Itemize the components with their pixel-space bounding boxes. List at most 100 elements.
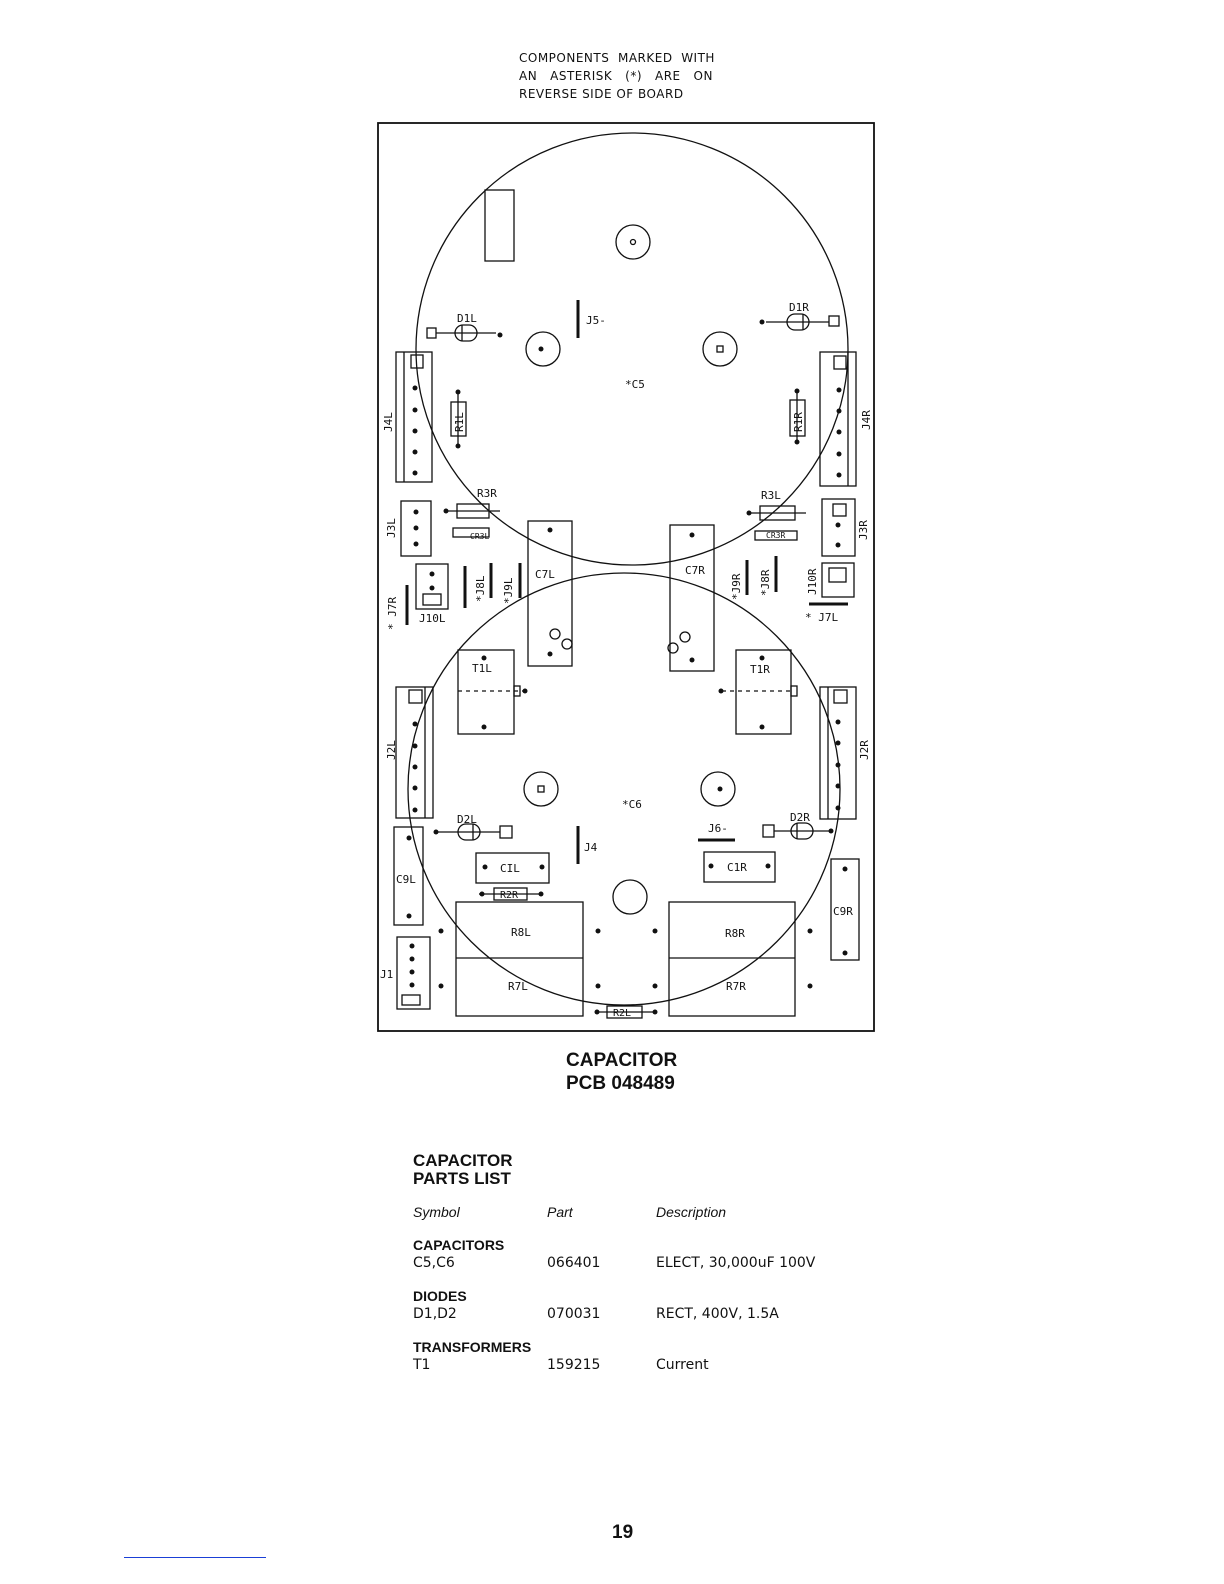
label-r8r: R8R xyxy=(725,927,745,940)
d1r-diode xyxy=(786,313,810,331)
j2l-connector xyxy=(395,686,434,819)
row-capacitors-symbol: C5,C6 xyxy=(413,1255,455,1271)
row-transformers-part: 159215 xyxy=(547,1357,601,1373)
group-capacitors: CAPACITORS xyxy=(413,1237,505,1253)
label-c1r: C1R xyxy=(727,861,747,874)
label-r2l: R2L xyxy=(613,1008,631,1019)
j2r-connector xyxy=(819,686,857,820)
label-c7l: C7L xyxy=(535,568,555,581)
solder-pads xyxy=(406,319,848,1015)
row-diodes-description: RECT, 400V, 1.5A xyxy=(656,1306,779,1322)
label-r8l: R8L xyxy=(511,926,531,939)
d2l-diode xyxy=(457,823,481,841)
mount-hole-top xyxy=(615,224,651,260)
label-r7l: R7L xyxy=(508,980,528,993)
j10l-connector xyxy=(415,563,449,610)
label-r2r: R2R xyxy=(500,890,519,901)
d1l-diode xyxy=(454,324,478,342)
c6-terminal-left xyxy=(523,771,559,807)
note-line-3: REVERSE SIDE OF BOARD xyxy=(519,87,684,101)
board-outline xyxy=(377,122,875,1032)
label-cr3r: CR3R xyxy=(766,531,785,540)
j4l-connector xyxy=(395,351,433,483)
c1l-capacitor xyxy=(475,852,550,884)
label-j6: J6- xyxy=(708,822,728,835)
row-diodes-symbol: D1,D2 xyxy=(413,1306,457,1322)
label-t1l: T1L xyxy=(472,662,492,675)
label-d1l: D1L xyxy=(457,312,477,325)
label-c5: *C5 xyxy=(625,378,645,391)
label-j4l: J4L xyxy=(382,412,395,432)
header-part: Part xyxy=(547,1204,573,1220)
group-diodes: DIODES xyxy=(413,1288,467,1304)
label-j3l: J3L xyxy=(385,518,398,538)
pcb-caption: CAPACITOR PCB 048489 xyxy=(566,1049,677,1095)
row-transformers-symbol: T1 xyxy=(413,1357,431,1373)
label-cr3l: CR3L xyxy=(470,532,489,541)
row-capacitors-description: ELECT, 30,000uF 100V xyxy=(656,1255,816,1271)
row-capacitors-part: 066401 xyxy=(547,1255,601,1271)
parts-list-title-line-1: CAPACITOR xyxy=(413,1151,513,1170)
label-d2l: D2L xyxy=(457,813,477,826)
label-j10r: J10R xyxy=(806,568,819,595)
label-t1r: T1R xyxy=(750,663,770,676)
j10r-connector xyxy=(821,562,855,598)
mount-hole-bottom xyxy=(612,879,648,915)
label-j9r: *J9R xyxy=(730,573,743,600)
r1r-resistor xyxy=(789,399,806,437)
d2r-diode xyxy=(790,822,814,840)
cr3r-component xyxy=(754,530,798,541)
label-j7r: * J7R xyxy=(386,597,399,630)
pcb-caption-line-2: PCB 048489 xyxy=(566,1073,675,1094)
c7r-capacitor xyxy=(669,524,715,672)
label-r1r: R1R xyxy=(792,412,805,432)
c5-terminal-right xyxy=(702,331,738,367)
j3l-connector xyxy=(400,500,432,557)
label-r3r: R3R xyxy=(477,487,497,500)
r8l-r7l-resistors xyxy=(455,901,584,1017)
parts-list-title: CAPACITOR PARTS LIST xyxy=(413,1152,513,1188)
footer-rule xyxy=(124,1557,266,1558)
label-j7l: * J7L xyxy=(805,611,838,624)
label-d1r: D1R xyxy=(789,301,809,314)
label-c6: *C6 xyxy=(622,798,642,811)
j3r-connector xyxy=(821,498,856,557)
c9r-capacitor xyxy=(830,858,860,961)
label-d2r: D2R xyxy=(790,811,810,824)
label-j4r: J4R xyxy=(860,410,873,430)
r2l-resistor xyxy=(606,1005,643,1019)
note-line-1: COMPONENTS MARKED WITH xyxy=(519,51,715,65)
page-number: 19 xyxy=(612,1522,634,1543)
r8r-r7r-resistors xyxy=(668,901,796,1017)
r2r-resistor xyxy=(493,887,528,901)
label-c9r: C9R xyxy=(833,905,853,918)
label-j1: J1 xyxy=(380,968,393,981)
c5-terminal-left xyxy=(525,331,561,367)
c6-terminal-right xyxy=(700,771,736,807)
label-r1l: R1L xyxy=(453,412,466,432)
label-j2r: J2R xyxy=(858,740,871,760)
parts-list-title-line-2: PARTS LIST xyxy=(413,1169,511,1188)
c6-footprint xyxy=(407,572,841,1006)
label-j3r: J3R xyxy=(857,520,870,540)
r3l-resistor xyxy=(759,505,796,521)
pcb-caption-line-1: CAPACITOR xyxy=(566,1050,678,1071)
r1l-resistor xyxy=(450,401,467,437)
c5-footprint xyxy=(415,132,849,566)
label-c9l: C9L xyxy=(396,873,416,886)
label-j10l: J10L xyxy=(419,612,446,625)
label-j8r: *J8R xyxy=(759,569,772,596)
label-c7r: C7R xyxy=(685,564,705,577)
c1r-capacitor xyxy=(703,851,776,883)
c9l-capacitor xyxy=(393,826,424,926)
label-j2l: J2L xyxy=(385,740,398,760)
j1-connector xyxy=(396,936,431,1010)
label-r7r: R7R xyxy=(726,980,746,993)
upper-block xyxy=(484,189,515,262)
label-j5: J5- xyxy=(586,314,606,327)
row-diodes-part: 070031 xyxy=(547,1306,601,1322)
cr3l-component xyxy=(452,527,490,538)
header-description: Description xyxy=(656,1204,727,1220)
header-symbol: Symbol xyxy=(413,1204,460,1220)
label-j9l: *J9L xyxy=(502,577,515,604)
